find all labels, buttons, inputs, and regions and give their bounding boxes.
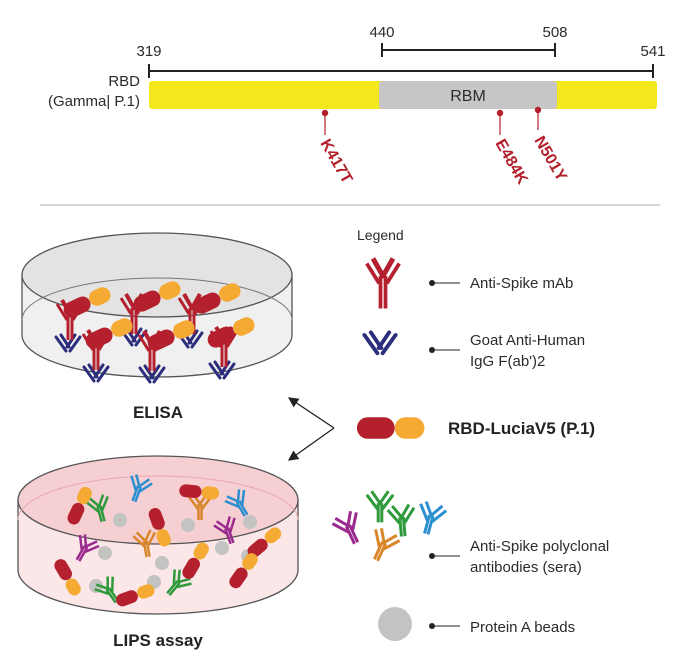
elisa-dish	[21, 232, 293, 384]
rbm-label: RBM	[450, 88, 486, 105]
rbm-start-number: 440	[369, 24, 394, 41]
legend-fab-label-line2: IgG F(ab')2	[470, 353, 545, 370]
mutation-e484k: E484K	[492, 109, 531, 188]
rbd-label-line1: RBD	[108, 73, 140, 90]
mutation-k417t: K417T	[317, 109, 356, 187]
rbd-start-number: 319	[136, 43, 161, 60]
legend-polyclonal-label-line1: Anti-Spike polyclonal	[470, 538, 609, 555]
rbd-end-number: 541	[640, 43, 665, 60]
goat-anti-human-igg-icon	[362, 330, 398, 356]
legend-mab-label: Anti-Spike mAb	[470, 275, 573, 292]
legend: Legend Anti-Spike mAb Goat Anti-Human Ig…	[329, 227, 609, 641]
elisa-label: ELISA	[133, 403, 183, 422]
mutation-n501y-label: N501Y	[531, 134, 570, 185]
legend-beads-label: Protein A beads	[470, 619, 575, 636]
assay-arrows	[287, 397, 335, 461]
anti-spike-mab-icon	[367, 259, 400, 309]
rbm-box	[379, 81, 557, 109]
rbd-lucia-probe-icon	[356, 417, 425, 439]
lips-label: LIPS assay	[113, 631, 203, 650]
lips-dish	[17, 455, 299, 615]
legend-polyclonal-label-line2: antibodies (sera)	[470, 559, 582, 576]
probe-label: RBD-LuciaV5 (P.1)	[448, 419, 595, 438]
protein-a-bead-icon	[378, 607, 412, 641]
mutation-k417t-label: K417T	[317, 137, 356, 187]
mutation-e484k-label: E484K	[492, 137, 531, 188]
rbd-map: RBD (Gamma| P.1) 319 440 508 541 RBM K41…	[48, 24, 666, 188]
legend-title: Legend	[357, 227, 404, 243]
legend-fab-label-line1: Goat Anti-Human	[470, 332, 585, 349]
rbd-label-line2: (Gamma| P.1)	[48, 93, 140, 110]
rbm-end-number: 508	[542, 24, 567, 41]
mutation-n501y: N501Y	[531, 106, 570, 185]
